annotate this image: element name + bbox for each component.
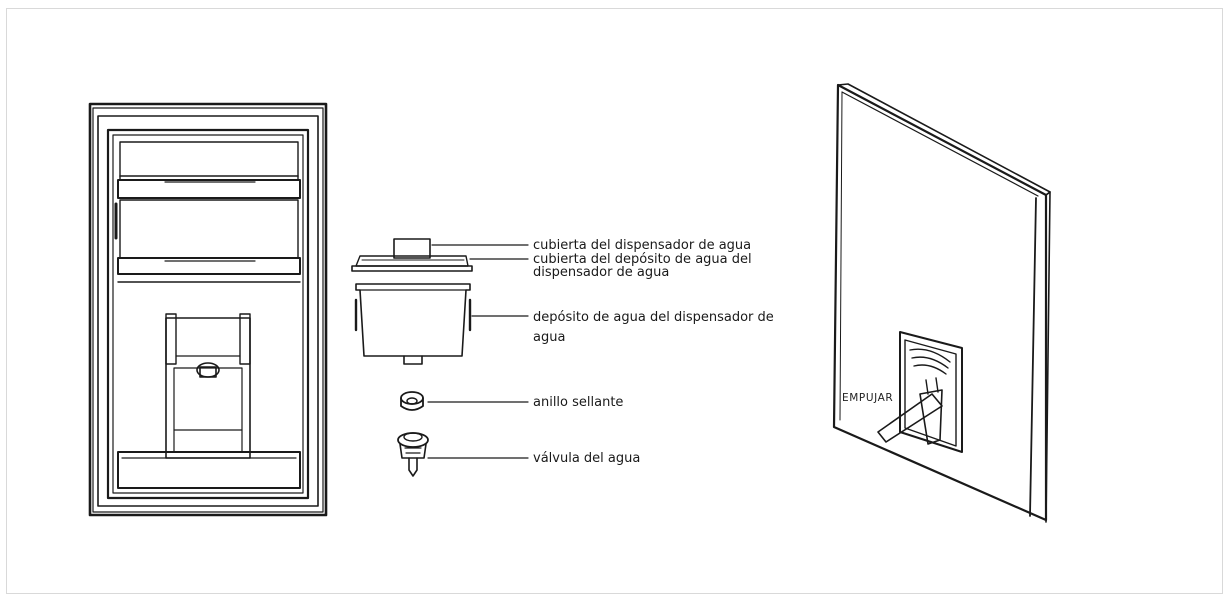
tank-cover-part [351, 255, 473, 272]
push-lever [877, 393, 943, 443]
push-label: EMPUJAR [842, 392, 894, 404]
diagram-frame [6, 8, 1223, 594]
leader-lines [427, 244, 529, 459]
exploded-parts [351, 238, 529, 477]
label-tank-line1: depósito de agua del dispensador de [533, 310, 774, 325]
label-seal-ring: anillo sellante [533, 395, 624, 410]
door-shelf-middle [114, 199, 301, 275]
seal-ring-part [400, 391, 424, 411]
tank-part [354, 283, 472, 365]
label-water-valve: válvula del agua [533, 451, 641, 466]
dispenser-cover-part [393, 238, 431, 259]
door-dispenser-recess [899, 331, 963, 453]
label-tank-cover-line2: dispensador de agua [533, 265, 670, 280]
door-shelf-bottom [117, 451, 301, 489]
fridge-door-interior [88, 102, 328, 517]
door-shelf-top [117, 141, 301, 199]
water-valve-part [397, 432, 429, 477]
label-tank-cover-line1: cubierta del depósito de agua del [533, 252, 752, 267]
door-dispenser-tank [165, 313, 251, 459]
label-dispenser-cover: cubierta del dispensador de agua [533, 238, 752, 253]
label-tank-line2: agua [533, 330, 566, 345]
fridge-door-exterior [832, 83, 1051, 523]
